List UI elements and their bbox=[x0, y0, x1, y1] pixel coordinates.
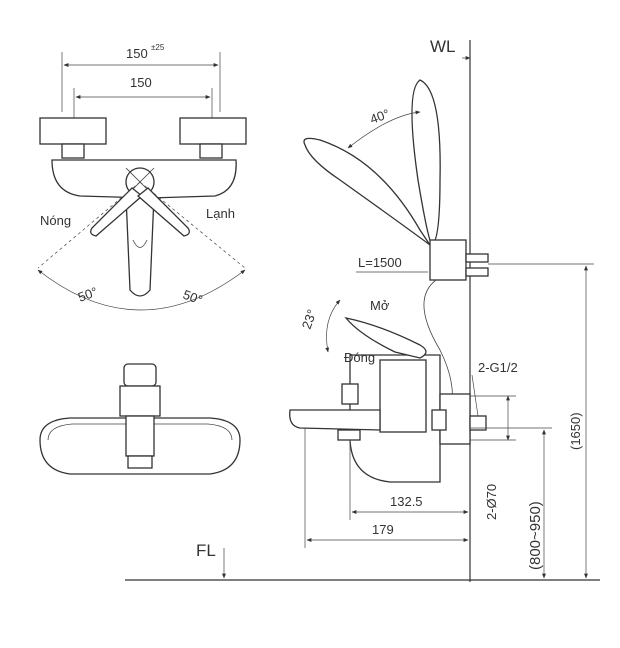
side-view: WL FL 40° L=1500 Mở Đóng 23° bbox=[125, 37, 600, 582]
side-spout bbox=[289, 409, 381, 431]
height-range-label: (800~950) bbox=[527, 501, 544, 570]
diverter-knob bbox=[341, 383, 359, 405]
hose-length-label: L=1500 bbox=[358, 255, 402, 270]
lever-cold bbox=[136, 187, 190, 237]
swing-arc bbox=[37, 269, 246, 311]
front-nut bbox=[127, 455, 153, 469]
spout-outlet bbox=[132, 239, 148, 248]
diverter-base bbox=[337, 429, 361, 441]
label-closed: Đóng bbox=[344, 350, 375, 365]
lever-hot bbox=[90, 187, 144, 237]
lever-angle-label: 23° bbox=[299, 307, 320, 331]
cartridge bbox=[119, 385, 161, 417]
top-view: 150 ±25 150 Nóng Lạnh 50° 50° bbox=[37, 43, 247, 311]
shower-holder bbox=[429, 239, 467, 281]
dim-inner-label: 150 bbox=[130, 75, 152, 90]
inlet-leader bbox=[471, 374, 479, 417]
holder-screw-top bbox=[465, 253, 489, 263]
label-cold: Lạnh bbox=[206, 206, 235, 221]
lever-top bbox=[123, 363, 157, 387]
lever-angle-arc bbox=[325, 299, 341, 353]
front-valve bbox=[125, 415, 155, 457]
dim-179-label: 179 bbox=[372, 522, 394, 537]
floor-label: FL bbox=[196, 541, 216, 560]
total-height-label: (1650) bbox=[568, 412, 583, 450]
label-hot: Nóng bbox=[40, 213, 71, 228]
inlet-diameter-label: 2-Ø70 bbox=[484, 484, 499, 520]
dim-outer-label: 150 bbox=[126, 46, 148, 61]
shower-angle-arc bbox=[347, 110, 421, 149]
nut-right bbox=[199, 143, 223, 159]
swing-ray-left bbox=[37, 181, 141, 269]
shower-hose bbox=[423, 279, 453, 406]
side-mixer-core bbox=[379, 359, 427, 433]
label-open: Mở bbox=[370, 298, 390, 313]
front-view bbox=[39, 363, 241, 475]
nut-left bbox=[61, 143, 85, 159]
wall-flange-left bbox=[39, 117, 107, 145]
angle-right-label: 50° bbox=[181, 287, 205, 308]
dim-outer-tolerance: ±25 bbox=[151, 43, 165, 52]
side-lever bbox=[344, 316, 427, 359]
shower-head-vertical bbox=[411, 79, 441, 246]
inlet-label: 2-G1/2 bbox=[478, 360, 518, 375]
dim-132-label: 132.5 bbox=[390, 494, 423, 509]
wall-flange-right bbox=[179, 117, 247, 145]
shower-angle-label: 40° bbox=[368, 106, 392, 127]
angle-left-label: 50° bbox=[76, 284, 100, 305]
spout bbox=[125, 195, 155, 297]
swing-ray-right bbox=[139, 181, 246, 269]
holder-screw-bottom bbox=[465, 267, 489, 277]
shower-head-tilted bbox=[303, 137, 431, 246]
wall-label: WL bbox=[430, 37, 456, 56]
inlet-nut bbox=[431, 409, 447, 431]
